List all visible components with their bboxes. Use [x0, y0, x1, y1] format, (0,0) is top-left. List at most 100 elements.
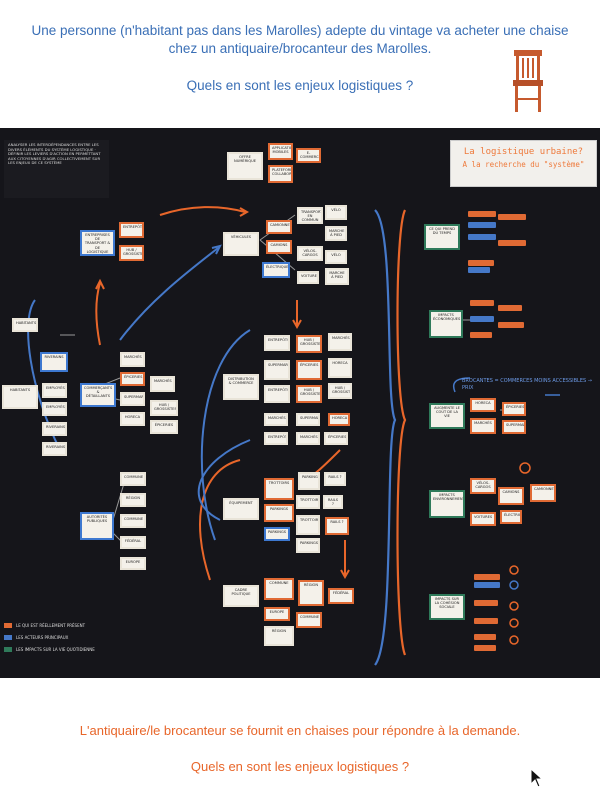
card-distribution: DISTRIBUTION & COMMERCE	[223, 374, 259, 400]
card-cohesion: IMPACTS SUR LA COHÉSION SOCIALE	[429, 594, 465, 620]
card-dist-4: SUPERMARCHÉS	[264, 360, 290, 380]
card-dist-8: HUB / GROSSISTES	[296, 385, 322, 403]
card-dist-10: ENTREPÔTS	[264, 432, 288, 445]
tag-temps-6	[468, 260, 494, 266]
card-vehicules-extra: VÉLO	[325, 205, 347, 220]
card-impacts-env: IMPACTS ENVIRONNEMENTAUX	[429, 490, 465, 518]
card-env-4: VOITURES	[470, 512, 496, 526]
card-trottoirs: TROTTOIRS	[296, 495, 320, 509]
top-question: Quels en sont les enjeux logistiques ?	[186, 78, 414, 93]
card-plateformes: PLATEFORMES COLLABORATIVES	[268, 165, 293, 183]
card-com-5: MARCHÉS	[150, 376, 175, 392]
card-applications: APPLICATIONS MOBILES	[268, 143, 293, 160]
card-velos: VÉLOS-CARGOS	[297, 246, 323, 261]
intro-text: Une personne (n'habitant pas dans les Ma…	[0, 22, 600, 58]
card-commune: COMMUNE	[120, 472, 146, 486]
card-velo: VÉLO	[325, 250, 347, 264]
tag-temps-5	[498, 240, 526, 246]
card-dist-7: ENTREPÔTS	[264, 385, 290, 403]
card-equipement: ÉQUIPEMENT	[223, 498, 259, 520]
card-cout-3: ÉPICERIES	[502, 402, 526, 416]
card-left-3: EMPLOYÉS	[42, 402, 67, 416]
card-ecommerce: E-COMMERCE	[296, 148, 321, 163]
card-electriques: ÉLECTRIQUES	[262, 262, 290, 278]
card-dist-9: HUB / GROSSISTES	[328, 383, 352, 399]
card-offre: OFFRE NUMÉRIQUE	[227, 152, 263, 180]
board-legend: LE QUI EST RÉELLEMENT PRÉSENT LES ACTEUR…	[4, 618, 114, 668]
card-camions: CAMIONS	[266, 240, 292, 254]
footer-question: Quels en sont les enjeux logistiques ?	[190, 759, 410, 774]
card-vehicules: VÉHICULES	[223, 232, 259, 256]
card-left-2: EMPLOYÉS	[42, 383, 67, 398]
card-eq-3: RAILS ?	[324, 472, 346, 486]
card-eq-5: TROTTOIRS	[296, 515, 320, 535]
tag-coh-1	[474, 574, 500, 580]
legend-label-3: LES IMPACTS SUR LA VIE QUOTIDIENNE	[16, 646, 95, 652]
mouse-cursor-icon	[530, 768, 544, 788]
card-eq-6: RAILS ?	[325, 517, 349, 535]
board-intro-note: ANALYSER LES INTERDÉPENDANCES ENTRE LES …	[4, 140, 109, 198]
card-marche: MARCHE À PIED	[325, 226, 347, 241]
card-env-2: CAMIONS	[498, 487, 524, 505]
tag-temps-4	[498, 214, 526, 220]
card-region: RÉGION	[120, 493, 146, 507]
legend-label-1: LE QUI EST RÉELLEMENT PRÉSENT	[16, 622, 86, 628]
tag-eco-2	[498, 305, 522, 311]
tag-coh-6	[474, 645, 496, 651]
legend-row-2: LES ACTEURS PRINCIPAUX	[4, 632, 114, 642]
tag-eco-3	[470, 316, 494, 322]
card-dist-5: ÉPICERIES	[296, 360, 322, 380]
card-europe: EUROPE	[120, 557, 146, 570]
intro-line-1: Une personne (n'habitant pas dans les Ma…	[31, 23, 569, 38]
card-env-5: ÉLECTRIQUES	[500, 510, 522, 524]
card-cout-2: MARCHÉS	[470, 418, 496, 434]
card-eq-4: PARKINGS	[264, 504, 294, 522]
card-cadre-5: COMMUNE	[296, 612, 322, 628]
card-cadre-6: RÉGION	[264, 626, 294, 646]
card-transports: TRANSPORTS EN COMMUN	[297, 207, 323, 224]
card-aut-1: COMMUNE	[120, 514, 146, 528]
card-eq-2: PARKINGS	[298, 472, 320, 490]
card-entreprises-a: ENTREPÔTS	[119, 222, 144, 238]
card-rails: RAILS ?	[323, 495, 343, 509]
card-cadre-4: EUROPE	[264, 607, 290, 621]
intro-line-2: chez un antiquaire/brocanteur des Maroll…	[168, 41, 432, 56]
card-federal: FÉDÉRAL	[120, 536, 146, 549]
card-entreprises-b: HUB / GROSSISTES	[119, 245, 144, 261]
legend-row-3: LES IMPACTS SUR LA VIE QUOTIDIENNE	[4, 644, 114, 654]
card-epiceries: ÉPICERIES	[324, 432, 348, 445]
tag-temps-2	[468, 222, 496, 228]
card-vehicules-extra2: MARCHE À PIED	[325, 268, 349, 285]
card-parkings: PARKINGS	[264, 527, 290, 541]
tag-temps-3	[468, 234, 496, 240]
tag-temps-7	[468, 267, 490, 273]
card-dist-1: ENTREPÔTS	[264, 335, 290, 351]
tag-coh-5	[474, 634, 496, 640]
card-env-1: VÉLOS-CARGOS	[470, 478, 496, 494]
board-title: La logistique urbaine?	[463, 147, 584, 157]
card-left-5: RIVERAINS	[42, 442, 67, 456]
card-camionnettes: CAMIONNETTES	[266, 220, 292, 234]
card-left-1: HABITANTS	[12, 318, 38, 332]
card-horeca: HORECA	[328, 413, 350, 426]
tag-coh-3	[474, 600, 498, 606]
card-entreprises: ENTREPRISES DE TRANSPORT & DE LOGISTIQUE	[80, 230, 115, 256]
tag-coh-2	[474, 582, 500, 588]
card-cout: AUGMENTE LE COÛT DE LA VIE	[429, 403, 465, 429]
card-dist-2: HUB / GROSSISTES	[296, 335, 322, 353]
card-eq-1: TROTTOIRS	[264, 478, 294, 500]
card-dist-6: HORECA	[328, 358, 352, 378]
card-com-6: HUB / GROSSISTES	[150, 400, 178, 416]
card-dist-3: MARCHÉS	[328, 333, 352, 351]
legend-label-2: LES ACTEURS PRINCIPAUX	[16, 634, 69, 640]
card-dist-11: MARCHÉS	[296, 432, 320, 445]
card-autorites: AUTORITÉS PUBLIQUES	[80, 512, 114, 540]
tag-coh-4	[474, 618, 498, 624]
card-cout-1: HORECA	[470, 398, 496, 412]
board-title-card: La logistique urbaine? A la recherche du…	[450, 140, 597, 187]
legend-row-1: LE QUI EST RÉELLEMENT PRÉSENT	[4, 620, 114, 630]
card-marches: MARCHÉS	[264, 413, 288, 426]
tag-eco-4	[498, 322, 524, 328]
tag-eco-1	[470, 300, 494, 306]
